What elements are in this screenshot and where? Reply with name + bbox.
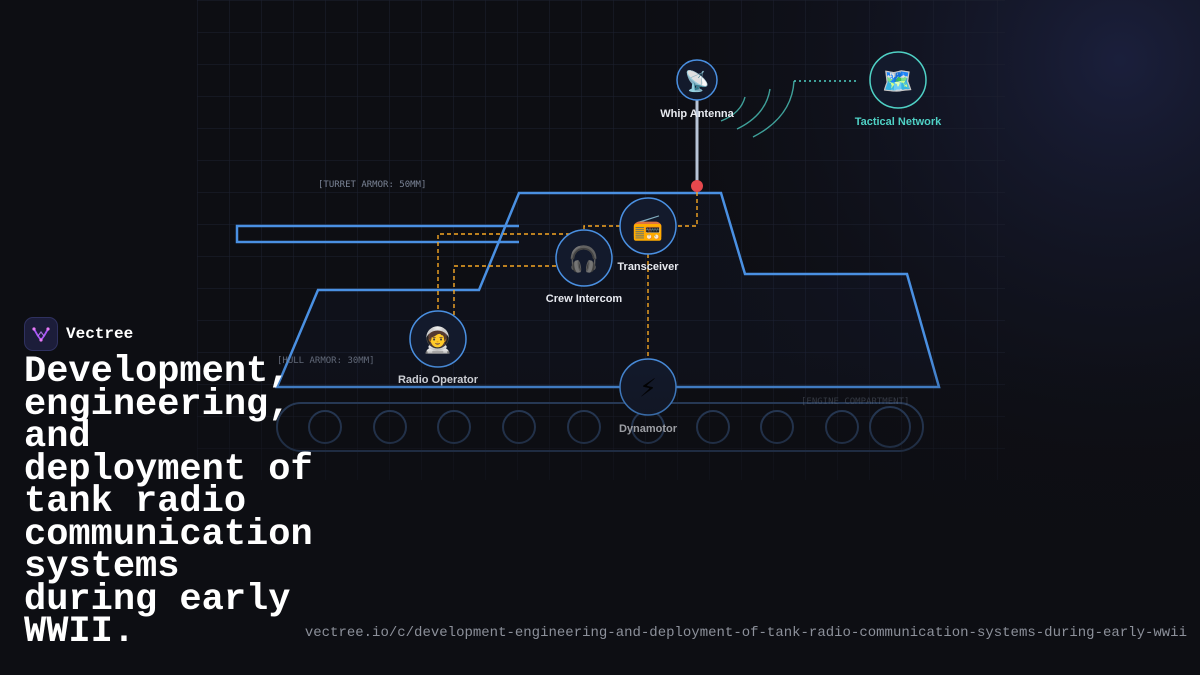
node-label: Whip Antenna xyxy=(660,108,734,120)
satellite-antenna-icon: 📡 xyxy=(685,68,710,93)
world-map-icon: 🗺️ xyxy=(882,67,913,96)
node-label: Tactical Network xyxy=(855,116,942,128)
astronaut-icon: 🧑‍🚀 xyxy=(422,326,453,355)
lightning-icon: ⚡ xyxy=(639,374,657,403)
brand[interactable]: Vectree xyxy=(24,317,133,351)
turret-armor-label: [TURRET ARMOR: 50MM] xyxy=(318,180,426,190)
node-dynamotor[interactable]: ⚡ Dynamotor xyxy=(619,358,678,435)
antenna-mount xyxy=(691,180,703,192)
page-title: Development, engineering, and deployment… xyxy=(24,351,313,653)
node-label: Radio Operator xyxy=(398,374,479,386)
node-label: Crew Intercom xyxy=(546,293,623,305)
node-label: Transceiver xyxy=(617,261,679,273)
tank-hull-outline xyxy=(275,191,941,389)
radio-icon: 📻 xyxy=(632,213,663,242)
tank-tracks xyxy=(276,402,924,452)
engine-compartment-label: [ENGINE COMPARTMENT] xyxy=(801,397,909,407)
brand-name: Vectree xyxy=(66,325,134,343)
node-tactical-network[interactable]: 🗺️ Tactical Network xyxy=(855,51,942,128)
node-whip-antenna[interactable]: 📡 Whip Antenna xyxy=(660,59,735,120)
vectree-logo-icon xyxy=(24,317,58,351)
node-transceiver[interactable]: 📻 Transceiver xyxy=(617,197,679,273)
page-url[interactable]: vectree.io/c/development-engineering-and… xyxy=(304,625,1187,641)
headphones-icon: 🎧 xyxy=(568,245,599,274)
node-label: Dynamotor xyxy=(619,423,678,435)
